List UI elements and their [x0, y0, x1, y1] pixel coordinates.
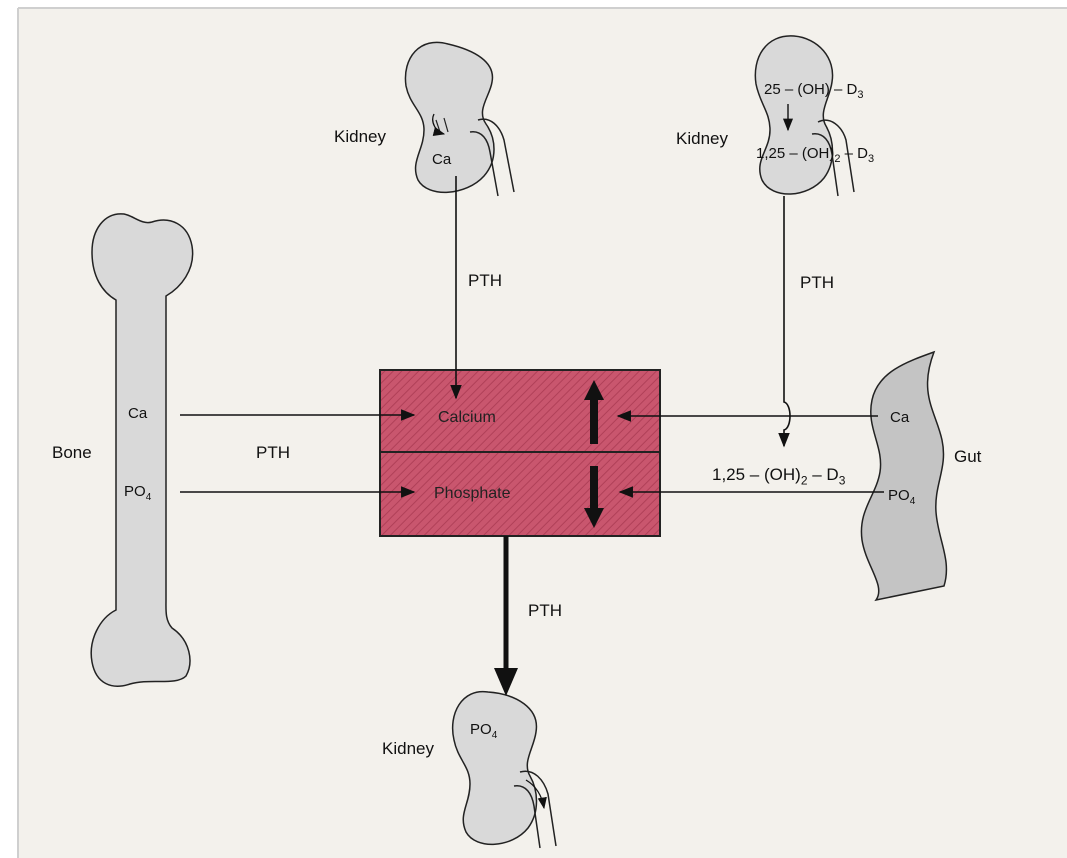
- label-kidney-top: Kidney: [334, 128, 386, 145]
- label-kidney-bottom-po4: PO4: [470, 722, 497, 741]
- label-pth-bottom: PTH: [528, 602, 562, 619]
- label-gut-po4: PO4: [888, 488, 915, 507]
- label-gut-ca: Ca: [890, 410, 909, 425]
- label-kidney-right: Kidney: [676, 130, 728, 147]
- label-25-oh-d3: 25 – (OH) – D3: [764, 82, 864, 101]
- label-gut: Gut: [954, 448, 981, 465]
- label-bone-ca: Ca: [128, 406, 147, 421]
- label-pth-right: PTH: [800, 274, 834, 291]
- label-bone-po4: PO4: [124, 484, 151, 503]
- label-bone: Bone: [52, 444, 92, 461]
- label-kidney-top-ca: Ca: [432, 152, 451, 167]
- label-kidney-bottom: Kidney: [382, 740, 434, 757]
- label-1-25-oh2-d3: 1,25 – (OH)2 – D3: [712, 466, 845, 486]
- kidney-right-shape: [755, 36, 832, 194]
- label-calcium: Calcium: [438, 410, 496, 426]
- label-pth-bone: PTH: [256, 444, 290, 461]
- label-1-25-oh2-d3-kidney: 1,25 – (OH)2 – D3: [756, 146, 874, 165]
- label-pth-top: PTH: [468, 272, 502, 289]
- label-phosphate: Phosphate: [434, 486, 511, 502]
